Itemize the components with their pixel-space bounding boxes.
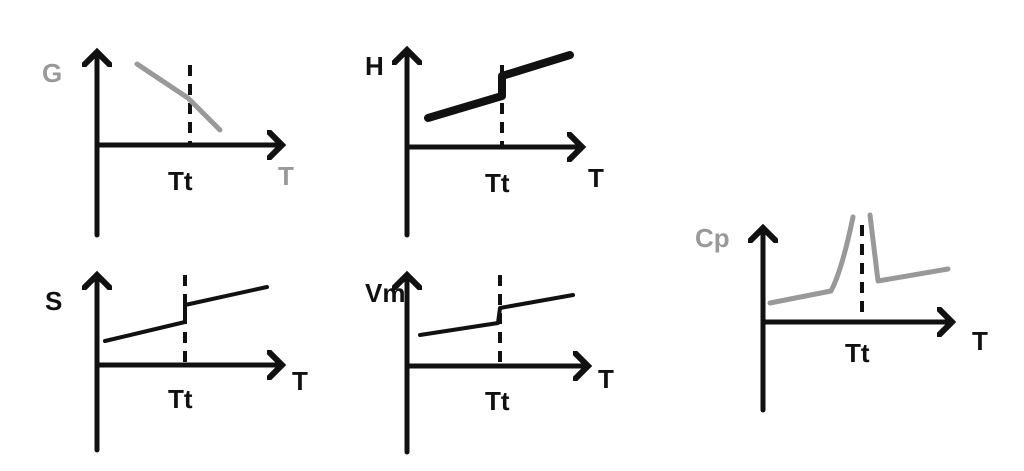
x-label: T bbox=[588, 163, 604, 193]
y-label: Cp bbox=[695, 223, 730, 253]
x-label: T bbox=[598, 364, 614, 394]
plot-entropy: S Tt T bbox=[45, 275, 308, 453]
y-label: H bbox=[365, 51, 384, 81]
gibbs-curve bbox=[134, 61, 223, 133]
plot-gibbs-energy: G Tt T bbox=[42, 52, 294, 238]
x-label: T bbox=[292, 366, 308, 396]
transition-label: Tt bbox=[845, 338, 870, 368]
x-label: T bbox=[278, 161, 294, 191]
plot-enthalpy: H Tt T bbox=[365, 50, 604, 238]
enthalpy-curve bbox=[424, 51, 574, 122]
transition-label: Tt bbox=[168, 384, 193, 414]
y-label: S bbox=[45, 286, 62, 316]
x-label: T bbox=[972, 326, 988, 356]
transition-label: Tt bbox=[168, 166, 193, 196]
transition-label: Tt bbox=[485, 386, 510, 416]
plot-heat-capacity: Cp Tt T bbox=[695, 212, 988, 413]
y-label: G bbox=[42, 58, 62, 88]
cp-curve-left bbox=[767, 214, 856, 306]
cp-curve-right bbox=[867, 212, 951, 284]
y-label: Vm bbox=[365, 278, 405, 308]
transition-label: Tt bbox=[485, 168, 510, 198]
entropy-curve bbox=[103, 285, 269, 343]
volume-curve bbox=[418, 293, 575, 337]
plot-molar-volume: Vm Tt T bbox=[365, 275, 614, 455]
